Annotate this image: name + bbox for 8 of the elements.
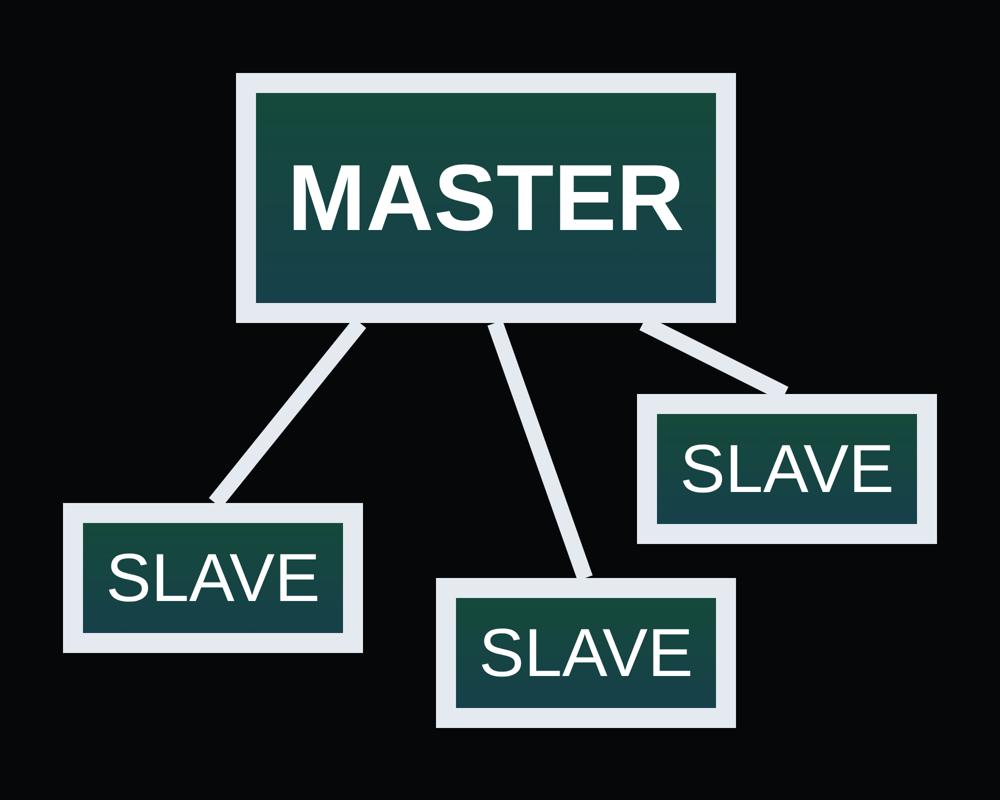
slave-box [63,503,363,653]
slave-box [637,394,937,544]
node-label: SLAVE [478,619,694,687]
node-label: SLAVE [106,544,320,612]
slave-box [436,578,736,728]
node-label: MASTER [288,151,684,245]
master-box [236,73,736,323]
node-label: SLAVE [680,435,894,503]
